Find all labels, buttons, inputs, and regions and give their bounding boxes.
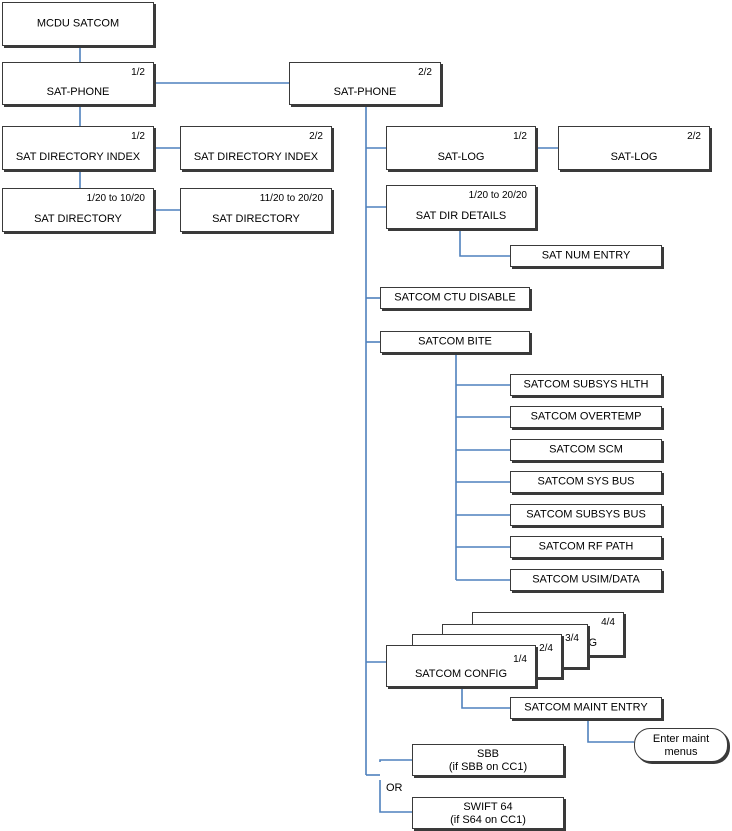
satcom-maint-entry-box: SATCOM MAINT ENTRY xyxy=(510,697,662,719)
sat-log-1-box: 1/2 SAT-LOG xyxy=(386,126,536,170)
sat-dir-index-2-box: 2/2 SAT DIRECTORY INDEX xyxy=(180,126,332,170)
satcom-sys-bus-label: SATCOM SYS BUS xyxy=(537,475,635,488)
sat-dir-index-2-page: 2/2 xyxy=(309,131,323,142)
sat-directory-2-label: SAT DIRECTORY xyxy=(212,213,300,225)
sbb-line1: SBB xyxy=(476,748,499,760)
sbb-line2: (if SBB on CC1) xyxy=(448,761,528,773)
link-maint-entermenus xyxy=(587,719,634,743)
sat-num-entry-box: SAT NUM ENTRY xyxy=(510,245,662,267)
satcom-overtemp-label: SATCOM OVERTEMP xyxy=(530,410,642,423)
satcom-subsys-hlth-label: SATCOM SUBSYS HLTH xyxy=(523,378,649,391)
swift64-box: SWIFT 64 (if S64 on CC1) xyxy=(412,797,564,829)
enter-maint-menus-line1: Enter maint xyxy=(652,733,710,745)
satcom-bite-label: SATCOM BITE xyxy=(418,335,492,348)
sat-directory-2-page: 11/20 to 20/20 xyxy=(259,193,323,204)
swift64-line2: (if S64 on CC1) xyxy=(450,814,526,826)
satcom-scm-label: SATCOM SCM xyxy=(549,443,623,456)
sat-log-1-label: SAT-LOG xyxy=(437,151,485,163)
link-dirdetails-numentry xyxy=(459,229,510,257)
satcom-ctu-disable-box: SATCOM CTU DISABLE xyxy=(380,287,530,309)
satcom-overtemp-box: SATCOM OVERTEMP xyxy=(510,406,662,428)
sat-log-1-page: 1/2 xyxy=(513,131,527,142)
link-or-sbb xyxy=(379,759,412,762)
link-or-swift xyxy=(379,780,412,813)
satcom-subsys-bus-label: SATCOM SUBSYS BUS xyxy=(526,508,646,521)
satcom-maint-entry-label: SATCOM MAINT ENTRY xyxy=(524,701,648,714)
satcom-sys-bus-box: SATCOM SYS BUS xyxy=(510,471,662,493)
sat-dir-index-2-label: SAT DIRECTORY INDEX xyxy=(193,151,319,163)
enter-maint-menus-line2: menus xyxy=(664,746,698,758)
sat-dir-details-label: SAT DIR DETAILS xyxy=(415,210,507,222)
satcom-config-4-label: G xyxy=(588,637,597,649)
enter-maint-menus-terminal: Enter maint menus xyxy=(634,728,728,762)
sat-directory-1-page: 1/20 to 10/20 xyxy=(86,193,145,204)
sbb-box: SBB (if SBB on CC1) xyxy=(412,744,564,776)
sat-phone-2-page: 2/2 xyxy=(418,67,432,78)
sat-num-entry-label: SAT NUM ENTRY xyxy=(541,249,631,262)
satcom-subsys-bus-box: SATCOM SUBSYS BUS xyxy=(510,504,662,526)
mcdu-satcom-label: MCDU SATCOM xyxy=(36,17,120,30)
satcom-usim-data-label: SATCOM USIM/DATA xyxy=(532,573,640,586)
sat-dir-index-1-box: 1/2 SAT DIRECTORY INDEX xyxy=(2,126,154,170)
sat-log-2-box: 2/2 SAT-LOG xyxy=(558,126,710,170)
sat-directory-1-box: 1/20 to 10/20 SAT DIRECTORY xyxy=(2,188,154,232)
or-label: OR xyxy=(386,782,403,794)
satcom-usim-data-box: SATCOM USIM/DATA xyxy=(510,569,662,591)
sat-phone-2-label: SAT-PHONE xyxy=(333,86,397,98)
satcom-rf-path-box: SATCOM RF PATH xyxy=(510,536,662,558)
satcom-ctu-disable-label: SATCOM CTU DISABLE xyxy=(394,291,516,304)
sat-dir-index-1-page: 1/2 xyxy=(131,131,145,142)
sat-log-2-label: SAT-LOG xyxy=(610,151,658,163)
sat-dir-details-page: 1/20 to 20/20 xyxy=(468,190,527,201)
satcom-config-1-box: 1/4 SATCOM CONFIG xyxy=(386,645,536,687)
sat-phone-1-box: 1/2 SAT-PHONE xyxy=(2,62,154,105)
sat-phone-2-box: 2/2 SAT-PHONE xyxy=(289,62,441,105)
satcom-bite-box: SATCOM BITE xyxy=(380,331,530,353)
swift64-line1: SWIFT 64 xyxy=(463,801,513,813)
satcom-scm-box: SATCOM SCM xyxy=(510,439,662,461)
link-config-maint xyxy=(461,687,510,709)
satcom-config-1-page: 1/4 xyxy=(513,654,527,665)
satcom-config-4-page: 4/4 xyxy=(601,617,615,628)
sat-log-2-page: 2/2 xyxy=(687,131,701,142)
satcom-rf-path-label: SATCOM RF PATH xyxy=(538,540,634,553)
satcom-config-1-label: SATCOM CONFIG xyxy=(414,668,508,680)
sat-directory-1-label: SAT DIRECTORY xyxy=(34,213,122,225)
satcom-config-3-page: 3/4 xyxy=(565,633,579,644)
sat-directory-2-box: 11/20 to 20/20 SAT DIRECTORY xyxy=(180,188,332,232)
satcom-config-2-page: 2/4 xyxy=(539,643,553,654)
sat-phone-1-page: 1/2 xyxy=(131,67,145,78)
sat-dir-index-1-label: SAT DIRECTORY INDEX xyxy=(15,151,141,163)
mcdu-satcom-box: MCDU SATCOM xyxy=(2,2,154,46)
sat-dir-details-box: 1/20 to 20/20 SAT DIR DETAILS xyxy=(386,185,536,229)
sat-phone-1-label: SAT-PHONE xyxy=(46,86,110,98)
satcom-subsys-hlth-box: SATCOM SUBSYS HLTH xyxy=(510,374,662,396)
